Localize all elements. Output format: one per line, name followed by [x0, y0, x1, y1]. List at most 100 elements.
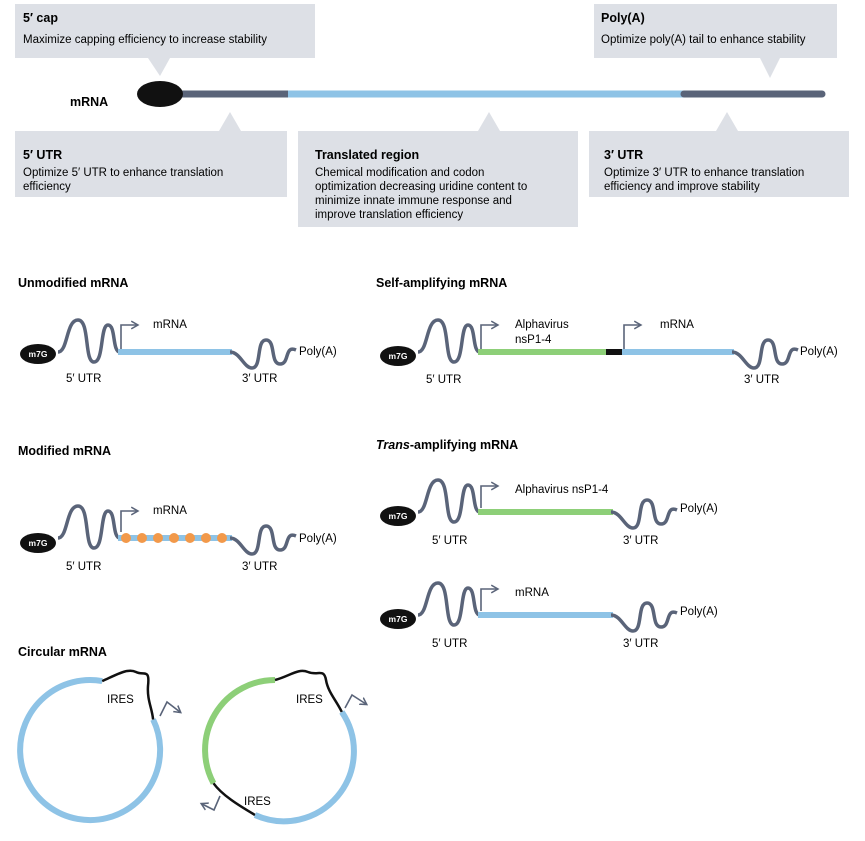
- polya-callout-title: Poly(A): [601, 11, 645, 25]
- trans-amp-2-utr5-label: 5′ UTR: [432, 638, 467, 650]
- circular-2-ires-label-2: IRES: [244, 796, 271, 808]
- trans-amp-1-cap-label: m7G: [389, 511, 408, 521]
- utr5-callout-desc-2: efficiency: [23, 181, 71, 193]
- trans-amp-1-polya-label: Poly(A): [680, 503, 718, 515]
- trans-amp-2-utr3-loop: [610, 601, 678, 633]
- circular-2-start-arrow-icon-2: [202, 795, 221, 812]
- trans-amplifying-title-rest: -amplifying mRNA: [410, 438, 518, 452]
- self-amplifying-title: Self-amplifying mRNA: [376, 276, 507, 290]
- circular-2-coding-arc: [253, 710, 357, 825]
- modified-polya-label: Poly(A): [299, 533, 337, 545]
- circular-1-coding-arc: [17, 677, 164, 823]
- modified-nucleosides: [121, 533, 227, 543]
- unmodified-mrna-label: mRNA: [153, 319, 187, 331]
- circular-1-start-arrow-icon: [159, 700, 180, 717]
- translated-callout-desc-1: Chemical modification and codon: [315, 167, 484, 179]
- utr5-callout: 5′ UTR Optimize 5′ UTR to enhance transl…: [15, 112, 287, 197]
- trans-amplifying-title-italic: Trans: [376, 438, 410, 452]
- unmodified-construct: m7G mRNA 5′ UTR 3′ UTR Poly(A): [20, 318, 337, 385]
- modified-utr3-loop: [229, 524, 297, 556]
- modified-nucleoside-dot: [201, 533, 211, 543]
- utr3-callout-desc-1: Optimize 3′ UTR to enhance translation: [604, 167, 804, 179]
- circular-2-ires-segment-2: [212, 782, 256, 817]
- modified-nucleoside-dot: [185, 533, 195, 543]
- circular-construct-2: IRES IRES: [202, 669, 366, 825]
- unmodified-cap-label: m7G: [29, 349, 48, 359]
- unmodified-start-arrow-icon: [120, 325, 137, 349]
- trans-amp-1-cap-icon: [380, 506, 416, 526]
- trans-amplifying-title: Trans-amplifying mRNA: [376, 438, 518, 452]
- trans-amp-2-utr5-loop: [417, 581, 481, 627]
- modified-cap-label: m7G: [29, 538, 48, 548]
- translated-callout-desc-2: optimization decreasing uridine content …: [315, 181, 527, 193]
- modified-nucleoside-dot: [121, 533, 131, 543]
- modified-nucleoside-dot: [137, 533, 147, 543]
- circular-1-ires-segment: [101, 669, 155, 720]
- utr3-callout-title: 3′ UTR: [604, 148, 643, 162]
- trans-amp-2-cap-icon: [380, 609, 416, 629]
- self-amp-start-arrow-icon-1: [480, 325, 497, 349]
- circular-2-start-arrow-icon-1: [344, 693, 366, 709]
- utr3-callout-desc-2: efficiency and improve stability: [604, 181, 760, 193]
- modified-nucleoside-dot: [169, 533, 179, 543]
- trans-amp-1-utr3-loop: [610, 498, 678, 530]
- cap-callout: 5′ cap Maximize capping efficiency to in…: [15, 4, 315, 76]
- circular-construct-1: IRES: [17, 669, 180, 823]
- circular-2-ires-label-1: IRES: [296, 694, 323, 706]
- trans-amp-2-cap-label: m7G: [389, 614, 408, 624]
- cap-callout-desc: Maximize capping efficiency to increase …: [23, 34, 267, 46]
- top-schematic: 5′ cap Maximize capping efficiency to in…: [15, 4, 849, 227]
- self-amp-utr5-loop: [417, 318, 481, 364]
- unmodified-utr3-label: 3′ UTR: [242, 373, 277, 385]
- modified-utr3-label: 3′ UTR: [242, 561, 277, 573]
- self-amp-cap-icon: [380, 346, 416, 366]
- self-amp-polya-label: Poly(A): [800, 346, 838, 358]
- translated-callout-desc-4: improve translation efficiency: [315, 209, 463, 221]
- top-cap-oval: [137, 81, 183, 107]
- utr3-callout: 3′ UTR Optimize 3′ UTR to enhance transl…: [589, 112, 849, 197]
- modified-utr5-label: 5′ UTR: [66, 561, 101, 573]
- self-amp-utr3-label: 3′ UTR: [744, 374, 779, 386]
- trans-amp-1-start-arrow-icon: [480, 486, 497, 508]
- utr5-callout-desc-1: Optimize 5′ UTR to enhance translation: [23, 167, 223, 179]
- modified-cap-icon: [20, 533, 56, 553]
- unmodified-utr3-loop: [229, 338, 297, 370]
- translated-callout: Translated region Chemical modification …: [298, 112, 578, 227]
- circular-2-ires-segment-1: [274, 669, 343, 713]
- circular-1-ires-label: IRES: [107, 694, 134, 706]
- modified-start-arrow-icon: [120, 511, 137, 532]
- utr5-callout-title: 5′ UTR: [23, 148, 62, 162]
- modified-utr5-loop: [57, 504, 121, 550]
- unmodified-polya-label: Poly(A): [299, 346, 337, 358]
- trans-amp-replicase-construct: m7G Alphavirus nsP1-4 5′ UTR 3′ UTR Poly…: [380, 478, 718, 547]
- polya-callout: Poly(A) Optimize poly(A) tail to enhance…: [594, 4, 837, 78]
- unmodified-title: Unmodified mRNA: [18, 276, 128, 290]
- translated-callout-desc-3: minimize innate immune response and: [315, 195, 512, 207]
- top-mrna-label: mRNA: [70, 95, 108, 109]
- trans-amp-1-utr5-loop: [417, 478, 481, 524]
- modified-construct: m7G mRNA 5′ UTR 3′ UTR Poly(A): [20, 504, 337, 573]
- circular-title: Circular mRNA: [18, 645, 107, 659]
- trans-amp-2-utr3-label: 3′ UTR: [623, 638, 658, 650]
- self-amp-utr5-label: 5′ UTR: [426, 374, 461, 386]
- unmodified-cap-icon: [20, 344, 56, 364]
- self-amp-mrna-label: mRNA: [660, 319, 694, 331]
- trans-amp-1-alphavirus-label: Alphavirus nsP1-4: [515, 484, 609, 496]
- circular-2-guide: [202, 680, 269, 787]
- self-amp-alphavirus-label-1: Alphavirus: [515, 319, 569, 331]
- trans-amp-2-mrna-label: mRNA: [515, 587, 549, 599]
- self-amp-utr3-loop: [731, 338, 799, 370]
- modified-nucleoside-dot: [153, 533, 163, 543]
- circular-2-replicase-arc: [202, 677, 276, 785]
- modified-nucleoside-dot: [217, 533, 227, 543]
- trans-amp-2-polya-label: Poly(A): [680, 606, 718, 618]
- unmodified-utr5-label: 5′ UTR: [66, 373, 101, 385]
- unmodified-utr5-loop: [57, 318, 121, 364]
- trans-amp-mrna-construct: m7G mRNA 5′ UTR 3′ UTR Poly(A): [380, 581, 718, 650]
- self-amp-alphavirus-label-2: nsP1-4: [515, 334, 552, 346]
- self-amplifying-construct: m7G Alphavirus nsP1-4 mRNA 5′ UTR 3′ UTR…: [380, 318, 838, 386]
- modified-mrna-label: mRNA: [153, 505, 187, 517]
- self-amp-cap-label: m7G: [389, 351, 408, 361]
- cap-callout-title: 5′ cap: [23, 11, 58, 25]
